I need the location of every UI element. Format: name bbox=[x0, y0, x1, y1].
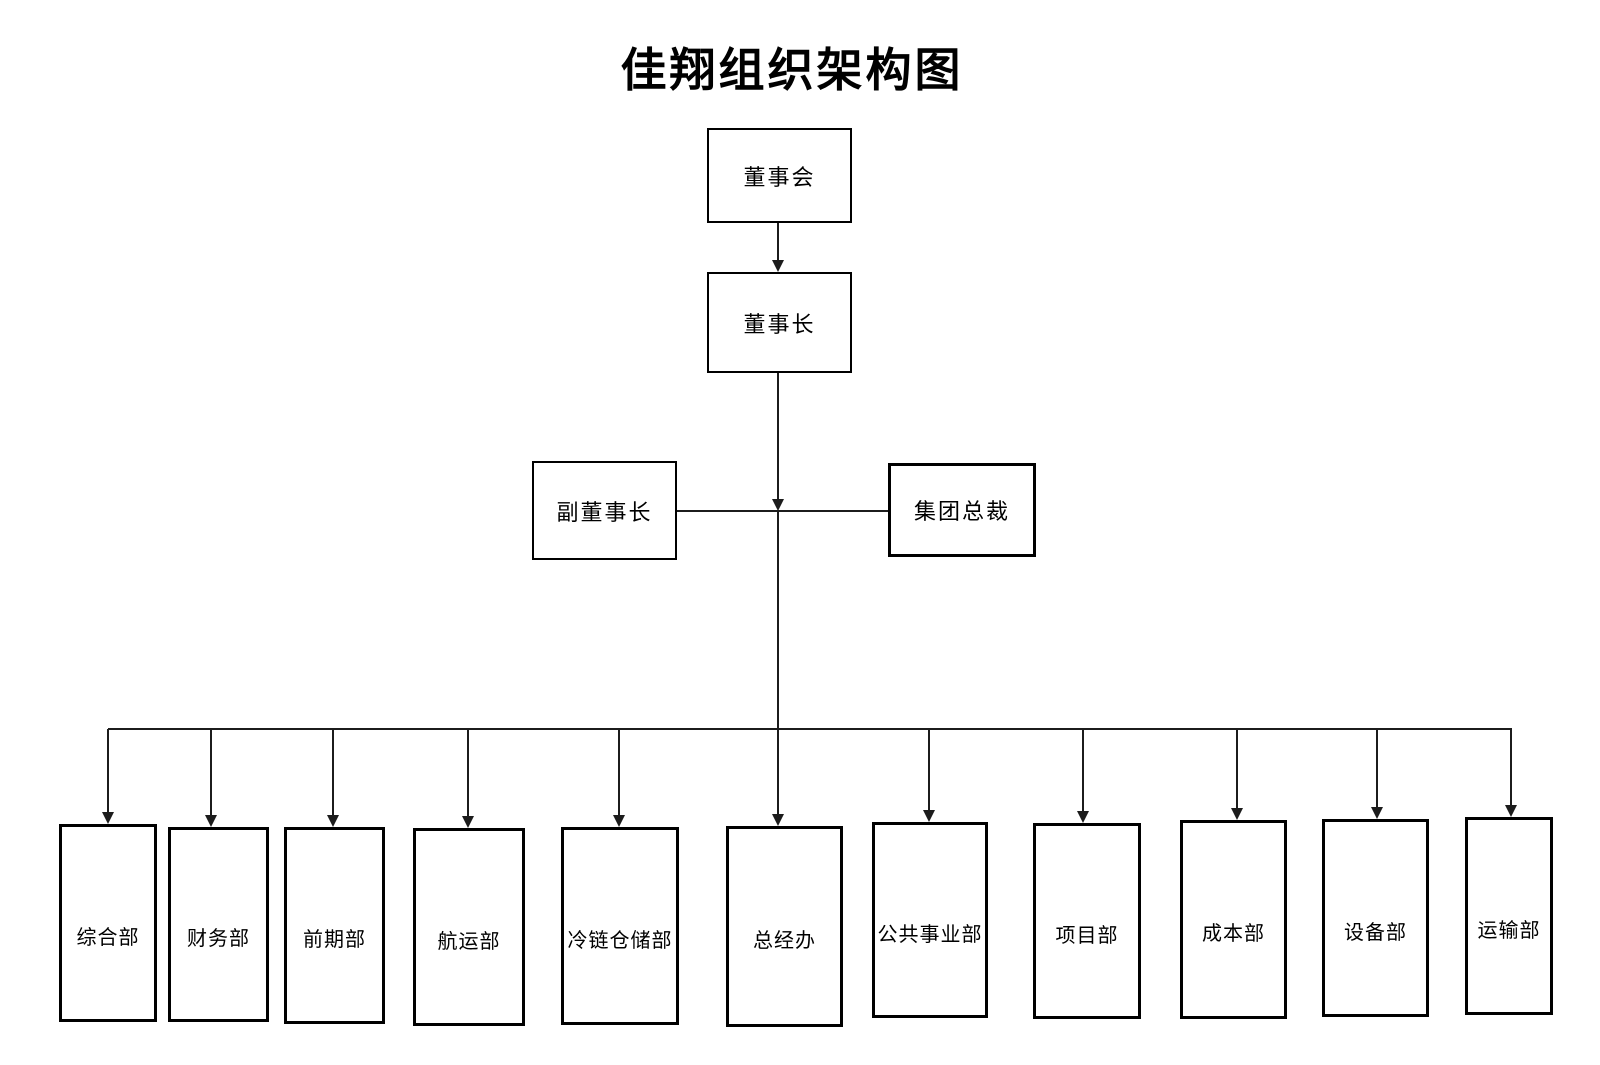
connector-vice-president-line bbox=[677, 510, 888, 512]
branch-arrowhead-5-icon bbox=[613, 815, 625, 827]
branch-line-7 bbox=[928, 729, 930, 810]
branch-line-2 bbox=[210, 729, 212, 815]
branch-arrowhead-8-icon bbox=[1077, 811, 1089, 823]
dept-transportation: 运输部 bbox=[1465, 817, 1553, 1015]
branch-line-10 bbox=[1376, 729, 1378, 807]
node-group-president: 集团总裁 bbox=[888, 463, 1036, 557]
connector-chairman-junction-line bbox=[777, 373, 779, 499]
branch-arrowhead-6-icon bbox=[772, 814, 784, 826]
branch-arrowhead-7-icon bbox=[923, 810, 935, 822]
branch-arrowhead-2-icon bbox=[205, 815, 217, 827]
dept-gm-office: 总经办 bbox=[726, 826, 843, 1027]
connector-trunk-line bbox=[777, 510, 779, 729]
dept-general: 综合部 bbox=[59, 824, 157, 1022]
branch-arrowhead-11-icon bbox=[1505, 805, 1517, 817]
dept-equipment: 设备部 bbox=[1322, 819, 1429, 1017]
connector-chairman-junction-arrowhead-icon bbox=[772, 499, 784, 511]
branch-arrowhead-4-icon bbox=[462, 816, 474, 828]
node-chairman: 董事长 bbox=[707, 272, 852, 373]
dept-shipping: 航运部 bbox=[413, 828, 525, 1026]
distribution-rail-line bbox=[108, 728, 1512, 730]
branch-line-4 bbox=[467, 729, 469, 816]
branch-line-5 bbox=[618, 729, 620, 815]
dept-cold-chain-warehousing: 冷链仓储部 bbox=[561, 827, 679, 1025]
node-board-of-directors: 董事会 bbox=[707, 128, 852, 223]
dept-project: 项目部 bbox=[1033, 823, 1141, 1019]
branch-arrowhead-3-icon bbox=[327, 815, 339, 827]
branch-line-11 bbox=[1510, 729, 1512, 805]
dept-cost: 成本部 bbox=[1180, 820, 1287, 1019]
branch-line-3 bbox=[332, 729, 334, 815]
branch-arrowhead-9-icon bbox=[1231, 808, 1243, 820]
branch-line-9 bbox=[1236, 729, 1238, 808]
branch-arrowhead-1-icon bbox=[102, 812, 114, 824]
dept-finance: 财务部 bbox=[168, 827, 269, 1022]
dept-public-utilities: 公共事业部 bbox=[872, 822, 988, 1018]
branch-line-6 bbox=[777, 729, 779, 814]
node-vice-chairman: 副董事长 bbox=[532, 461, 677, 560]
connector-board-chairman-arrowhead-icon bbox=[772, 260, 784, 272]
branch-arrowhead-10-icon bbox=[1371, 807, 1383, 819]
dept-early-stage: 前期部 bbox=[284, 827, 385, 1024]
branch-line-8 bbox=[1082, 729, 1084, 811]
chart-title: 佳翔组织架构图 bbox=[620, 45, 964, 96]
branch-line-1 bbox=[107, 729, 109, 812]
connector-board-chairman-line bbox=[777, 223, 779, 261]
